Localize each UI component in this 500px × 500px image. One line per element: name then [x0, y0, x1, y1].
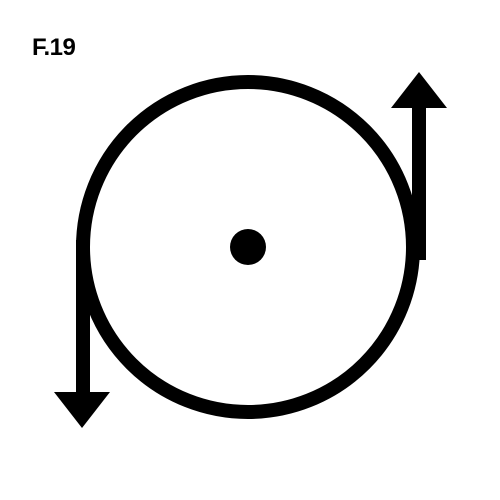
center-dot-icon	[230, 229, 266, 265]
arrow-down-icon	[54, 392, 110, 428]
figure-label: F.19	[32, 34, 76, 61]
arrow-up-icon	[391, 72, 447, 108]
